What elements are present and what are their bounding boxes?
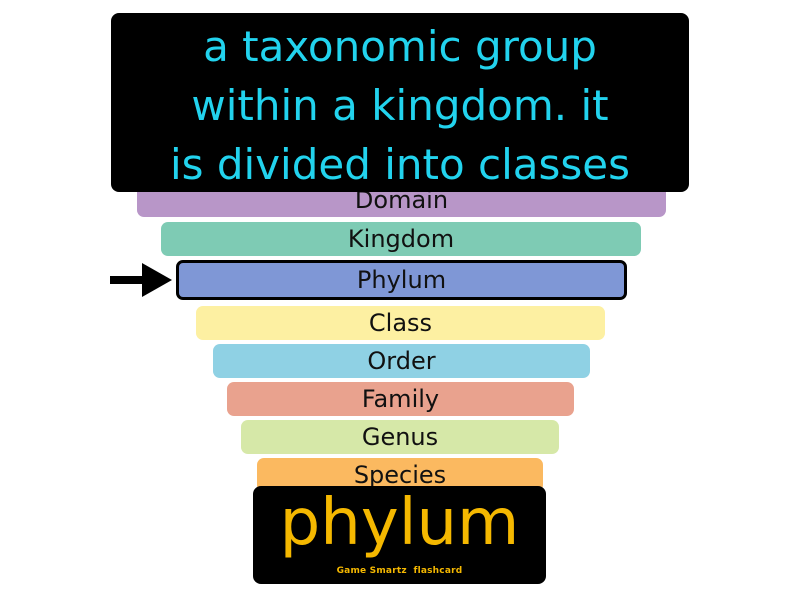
rank-bar-kingdom: Kingdom bbox=[161, 222, 641, 256]
rank-label-genus: Genus bbox=[361, 423, 439, 451]
rank-label-kingdom: Kingdom bbox=[347, 225, 455, 253]
rank-bar-order: Order bbox=[213, 344, 590, 378]
rank-label-class: Class bbox=[368, 309, 433, 337]
term-box: phylum Game Smartz flashcard bbox=[253, 486, 546, 584]
rank-label-phylum: Phylum bbox=[356, 266, 447, 294]
rank-label-domain: Domain bbox=[354, 186, 449, 214]
definition-box: a taxonomic group within a kingdom. it i… bbox=[111, 13, 689, 192]
credit-label: Game Smartz flashcard bbox=[336, 566, 463, 576]
rank-bar-family: Family bbox=[227, 382, 574, 416]
definition-line: within a kingdom. it bbox=[191, 81, 609, 130]
rank-bar-genus: Genus bbox=[241, 420, 559, 454]
term-word: phylum bbox=[279, 486, 520, 560]
arrow-right-icon bbox=[110, 263, 172, 297]
rank-bar-class: Class bbox=[196, 306, 605, 340]
rank-label-order: Order bbox=[367, 347, 436, 375]
definition-line: a taxonomic group bbox=[203, 22, 597, 71]
rank-bar-phylum: Phylum bbox=[176, 260, 627, 300]
rank-label-species: Species bbox=[353, 461, 447, 489]
definition-line: is divided into classes bbox=[169, 140, 631, 189]
rank-label-family: Family bbox=[361, 385, 440, 413]
